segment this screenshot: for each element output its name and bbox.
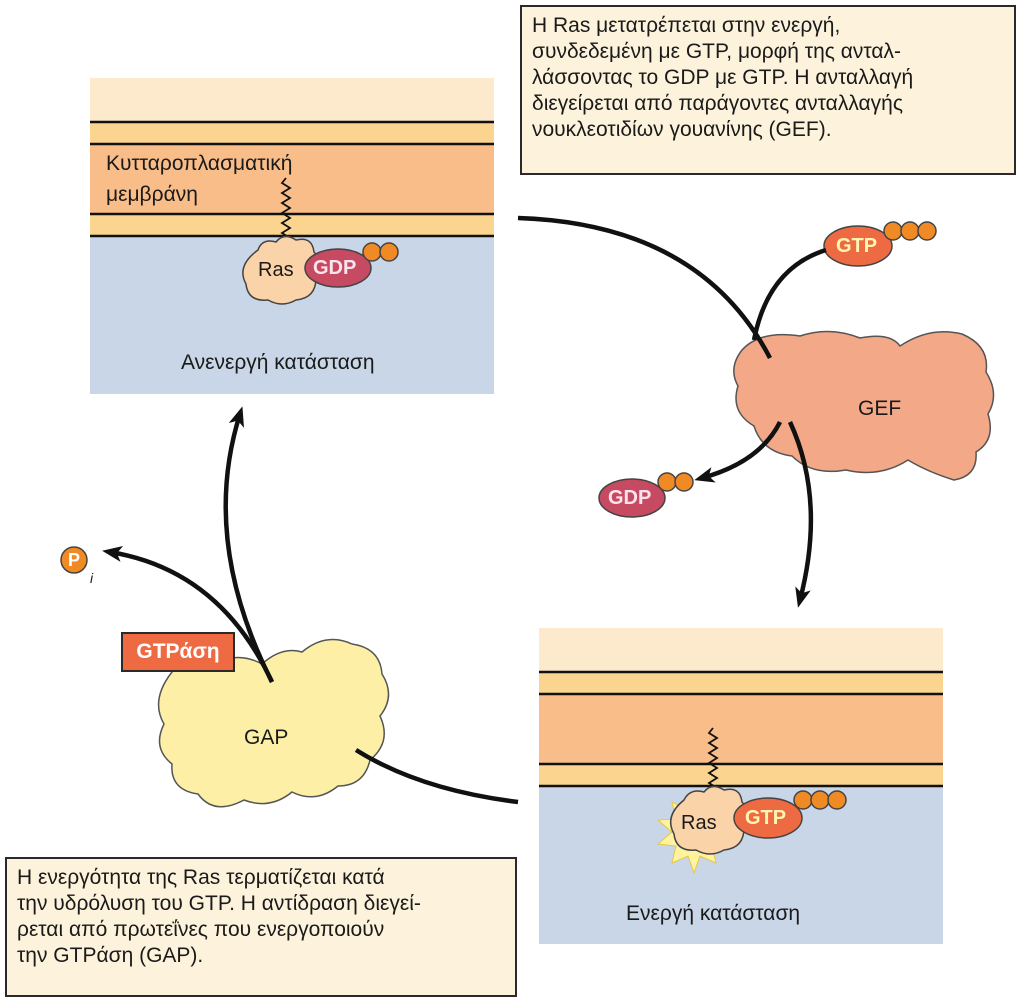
gdp-molecule	[304, 248, 372, 288]
inactive-state-label: Ανενεργή κατάσταση	[181, 351, 375, 374]
released-gdp	[598, 472, 694, 518]
curve-active-to-gap	[354, 748, 519, 805]
membrane-label: μεμβράνη	[106, 183, 198, 206]
ras-label: Ras	[258, 259, 294, 281]
phosphate-dot	[657, 472, 677, 492]
gdp-label: GDP	[608, 487, 652, 509]
phosphate-dot	[900, 221, 920, 241]
phosphate-dot	[810, 790, 830, 810]
phosphate-subscript: i	[90, 570, 94, 586]
lipid-anchor	[707, 727, 719, 794]
caption-line: ρεται από πρωτεΐνες που ενεργοποιούν	[17, 918, 385, 941]
incoming-gtp	[823, 221, 937, 267]
inactive-state-panel	[90, 78, 494, 394]
gtp-label: GTP	[745, 807, 787, 829]
phosphate-label: P	[68, 550, 81, 570]
phosphate-dot	[362, 242, 382, 262]
caption-line: λάσσοντας το GDP με GTP. Η ανταλλαγή	[532, 66, 914, 89]
phosphate-pi-dot	[60, 546, 88, 574]
arrow-pi-release	[102, 546, 275, 683]
gap-label: GAP	[244, 726, 289, 749]
gap-caption-box: Η ενεργότητα της Ras τερματίζεται κατά τ…	[5, 857, 517, 997]
caption-line: συνδεδεμένη με GTP, μορφή της ανταλ-	[532, 40, 902, 63]
gtp-molecule	[733, 797, 803, 839]
arrow-gef-to-active	[787, 421, 814, 608]
ras-label: Ras	[681, 812, 717, 834]
curve-to-gef	[517, 215, 772, 360]
phosphate-dot	[674, 472, 694, 492]
phosphate-dot	[917, 221, 937, 241]
caption-line: Η ενεργότητα της Ras τερματίζεται κατά	[17, 866, 385, 889]
gtp-molecule	[823, 225, 893, 267]
gdp-molecule	[598, 478, 666, 518]
phosphate-dot	[827, 790, 847, 810]
caption-line: νουκλεοτιδίων γουανίνης (GEF).	[532, 118, 832, 141]
arrow-gdp-release	[694, 420, 783, 483]
gdp-label: GDP	[313, 257, 357, 279]
caption-line: Η Ras μετατρέπεται στην ενεργή,	[532, 14, 841, 37]
phosphate-dot	[379, 242, 399, 262]
gef-caption-box: Η Ras μετατρέπεται στην ενεργή, συνδεδεμ…	[520, 5, 1016, 175]
active-state-panel	[539, 628, 943, 944]
caption-line: διεγείρεται από παράγοντες ανταλλαγής	[532, 92, 903, 115]
active-state-label: Ενεργή κατάσταση	[626, 902, 801, 925]
curve-gtp-into-gef	[751, 247, 827, 341]
gtpase-badge: GTPάση	[121, 632, 235, 672]
phosphate-dot	[793, 790, 813, 810]
gtp-label: GTP	[836, 235, 878, 257]
phosphate-dot	[883, 221, 903, 241]
membrane-label: Κυτταροπλασματική	[106, 152, 293, 175]
gef-label: GEF	[858, 397, 902, 420]
lipid-anchor	[280, 177, 292, 244]
caption-line: την υδρόλυση του GTP. Η αντίδραση διεγεί…	[17, 892, 421, 915]
arrow-gap-to-inactive	[223, 406, 275, 684]
caption-line: την GTPάση (GAP).	[17, 944, 204, 967]
